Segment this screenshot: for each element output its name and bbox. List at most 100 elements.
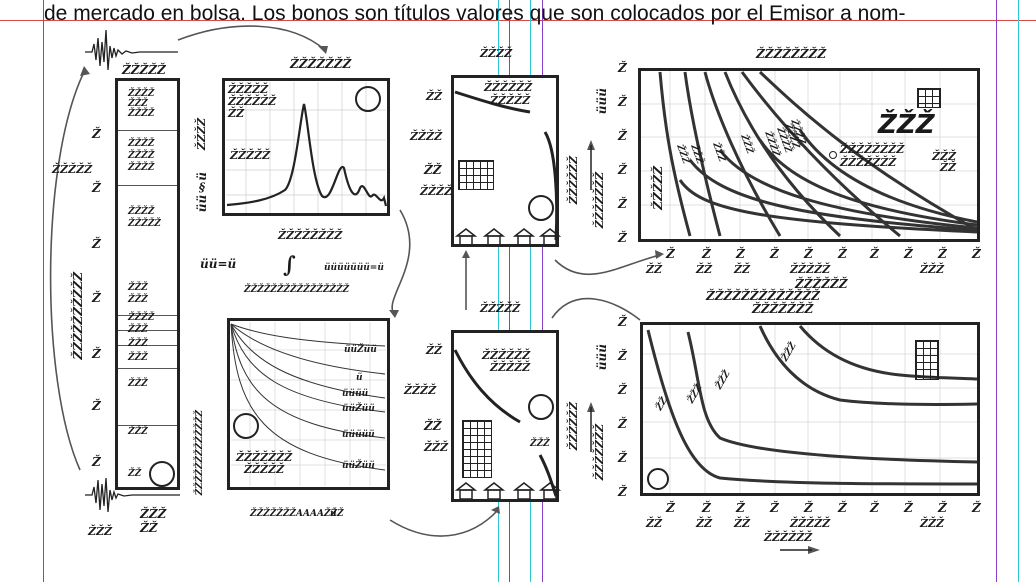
seismogram-bottom [85, 477, 180, 513]
top-chart-y-tick: Ž [618, 129, 627, 143]
decay-panel [227, 318, 390, 490]
guide-cyan-1 [498, 0, 499, 582]
decay-xlabel-unit: ü [330, 509, 337, 519]
arrow-left-loop [49, 69, 86, 471]
bottom-chart-x-tick: Ž [972, 501, 981, 515]
bottom-chart-x-tick: Ž [736, 501, 745, 515]
column-side-label: ŽŽŽŽŽ [52, 163, 93, 176]
top-chart-big-label: ŽŽŽ [878, 110, 935, 140]
arrow-building-to-bottom-chart [551, 297, 641, 321]
column-depth-tick: Ž [92, 291, 101, 305]
building-top-circle [528, 195, 554, 221]
building-bottom-grid [462, 420, 492, 478]
bottom-chart-y-tick: Ž [618, 485, 627, 499]
top-chart-legend-2: ŽŽŽŽŽŽŽ [840, 156, 897, 169]
soil-layer-label: ŽŽŽ [128, 379, 148, 389]
soil-layer-label: ŽŽŽŽ [128, 89, 155, 99]
bottom-chart-x-tick: Ž [666, 501, 675, 515]
building-bottom-house-icon [482, 482, 506, 500]
seismogram-top [85, 29, 178, 71]
soil-layer-divider [118, 185, 177, 186]
arrow-spectrum-to-decay [391, 209, 411, 316]
bottom-chart-x-tick: Ž [838, 501, 847, 515]
top-chart-x-tick: Ž [804, 247, 813, 261]
building-top-house-icon [454, 228, 478, 246]
building-top-left-3: ŽŽ [424, 163, 442, 177]
decay-curve-2 [230, 323, 386, 375]
soil-layer-label: ŽŽŽŽ [128, 163, 155, 173]
top-chart-y-tick: Ž [618, 61, 627, 75]
decay-legend-2: ŽŽŽŽŽ [244, 463, 285, 476]
top-chart-x-sublabel: ŽŽ [734, 263, 751, 276]
guide-right-purple [996, 0, 997, 582]
bottom-chart-curve-2 [686, 331, 978, 464]
bottom-chart-curve-4 [798, 325, 978, 381]
soil-layer-divider [118, 330, 177, 331]
bottom-chart-x-sublabel: ŽŽ [646, 517, 663, 530]
spectrum-xlabel: ŽŽŽŽŽŽŽŽ [278, 229, 343, 242]
top-chart-x-sublabel: ŽŽŽ [920, 263, 945, 276]
spectrum-legend-2: ŽŽŽŽŽŽ [228, 95, 277, 108]
decay-curve-3 [230, 323, 386, 399]
building-top-title: ŽŽŽŽ [480, 47, 513, 60]
decay-curve-5 [230, 323, 386, 439]
soil-layer-label: ŽŽ [128, 469, 142, 479]
spectrum-curve [226, 103, 388, 207]
decay-curve-label-4: üüŽüü [342, 404, 375, 414]
top-chart-x-tick: Ž [770, 247, 779, 261]
formula-lhs: üü=ü [200, 257, 237, 271]
building-top-response-1 [454, 90, 531, 114]
bottom-chart-x-title: ŽŽŽŽŽŽ [764, 531, 813, 544]
bottom-chart-curve-3 [758, 325, 978, 407]
building-bottom-house-icon [538, 482, 562, 500]
guide-purple-2 [509, 0, 510, 582]
top-chart-building-grid [917, 88, 941, 108]
building-top-response-2 [543, 131, 559, 241]
top-chart-under-title-2: ŽŽŽŽŽŽŽŽŽŽŽŽŽ [706, 289, 820, 303]
guide-cyan-2 [530, 0, 531, 582]
column-bottom-label2: ŽŽ [140, 521, 158, 535]
bottom-chart-building-grid [915, 340, 939, 380]
soil-layer-label: ŽŽŽŽŽ [128, 219, 161, 229]
decay-curve-label-6: üüŽüü [342, 461, 375, 471]
top-chart-legend-1: ŽŽŽŽŽŽŽŽ [840, 143, 905, 156]
guide-right-cyan [1018, 0, 1019, 582]
building-bottom-left-4: ŽŽŽ [424, 441, 449, 454]
top-chart-x-sublabel: ŽŽ [646, 263, 663, 276]
arrow-seismo-to-spectrum [177, 25, 326, 51]
soil-layer-divider [118, 425, 177, 426]
formula-caption: ŽŽŽŽŽŽŽŽŽŽŽŽŽŽŽŽ [244, 285, 350, 295]
decay-curve-6 [230, 323, 386, 471]
decay-curve-label-3: üüüü [342, 389, 369, 399]
soil-layer-label: ŽŽŽ [128, 339, 148, 349]
spectrum-legend-3: ŽŽ [228, 107, 245, 120]
building-bottom-circle [528, 394, 554, 420]
soil-column [115, 78, 180, 490]
building-top-house-icon [512, 228, 536, 246]
top-chart-x-tick: Ž [938, 247, 947, 261]
building-bottom-response-2 [538, 454, 558, 497]
building-bottom-response-1 [453, 349, 521, 424]
top-chart-x-tick: Ž [666, 247, 675, 261]
building-top-inner-2: ŽŽŽŽŽ [490, 94, 531, 107]
formula-rhs: üüüüüüü=ü [324, 263, 384, 273]
column-bottom-label: ŽŽŽ [140, 507, 167, 521]
column-circle [149, 461, 175, 487]
bottom-chart-y-label: üüü [595, 344, 609, 371]
soil-layer-label: ŽŽŽ [128, 325, 148, 335]
bottom-chart-circle [647, 468, 669, 490]
soil-layer-label: ŽŽŽ [128, 283, 148, 293]
bottom-chart-y-tick: Ž [618, 417, 627, 431]
top-chart-under-title-1: ŽŽŽŽŽŽ [795, 277, 848, 291]
top-guide-line [0, 20, 1036, 21]
building-top-left-4: ŽŽŽŽ [420, 185, 453, 198]
soil-layer-divider [118, 368, 177, 369]
building-bottom-house-icon [454, 482, 478, 500]
column-depth-tick: Ž [92, 237, 101, 251]
bottom-chart-x-tick: Ž [870, 501, 879, 515]
